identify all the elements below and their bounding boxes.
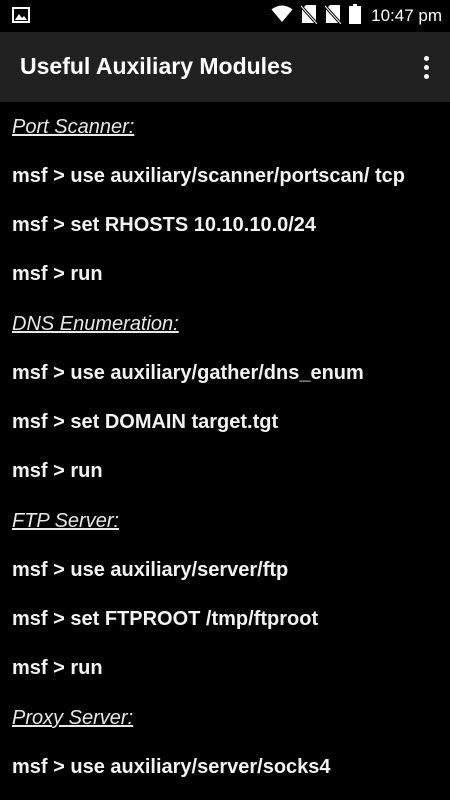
section-heading-dns-enumeration: DNS Enumeration: — [12, 313, 179, 335]
command-line: msf > set RHOSTS 10.10.10.0/24 — [12, 214, 317, 236]
status-icons: 10:47 pm — [271, 0, 442, 32]
command-line: msf > use auxiliary/scanner/portscan/ tc… — [12, 165, 405, 187]
app-bar: Useful Auxiliary Modules — [0, 32, 450, 102]
command-line: msf > set FTPROOT /tmp/ftproot — [12, 608, 319, 630]
status-time: 10:47 pm — [371, 6, 442, 25]
command-line: msf > use auxiliary/server/ftp — [12, 559, 289, 581]
battery-icon — [349, 3, 362, 29]
status-bar: 10:47 pm — [0, 0, 450, 32]
no-sim-icon — [299, 4, 319, 29]
section-heading-port-scanner: Port Scanner: — [12, 116, 135, 138]
command-line: msf > use auxiliary/server/socks4 — [12, 756, 331, 778]
command-line: msf > run — [12, 263, 103, 285]
overflow-menu-icon[interactable] — [414, 52, 438, 82]
page-title: Useful Auxiliary Modules — [20, 53, 293, 79]
command-line: msf > run — [12, 460, 103, 482]
wifi-icon — [271, 5, 293, 28]
command-line: msf > run — [12, 657, 103, 679]
command-line: msf > use auxiliary/gather/dns_enum — [12, 362, 364, 384]
image-notification-icon — [12, 7, 30, 28]
section-heading-ftp-server: FTP Server: — [12, 510, 120, 532]
section-heading-proxy-server: Proxy Server: — [12, 707, 134, 729]
no-sim-icon — [323, 4, 343, 29]
command-line: msf > set DOMAIN target.tgt — [12, 411, 279, 433]
